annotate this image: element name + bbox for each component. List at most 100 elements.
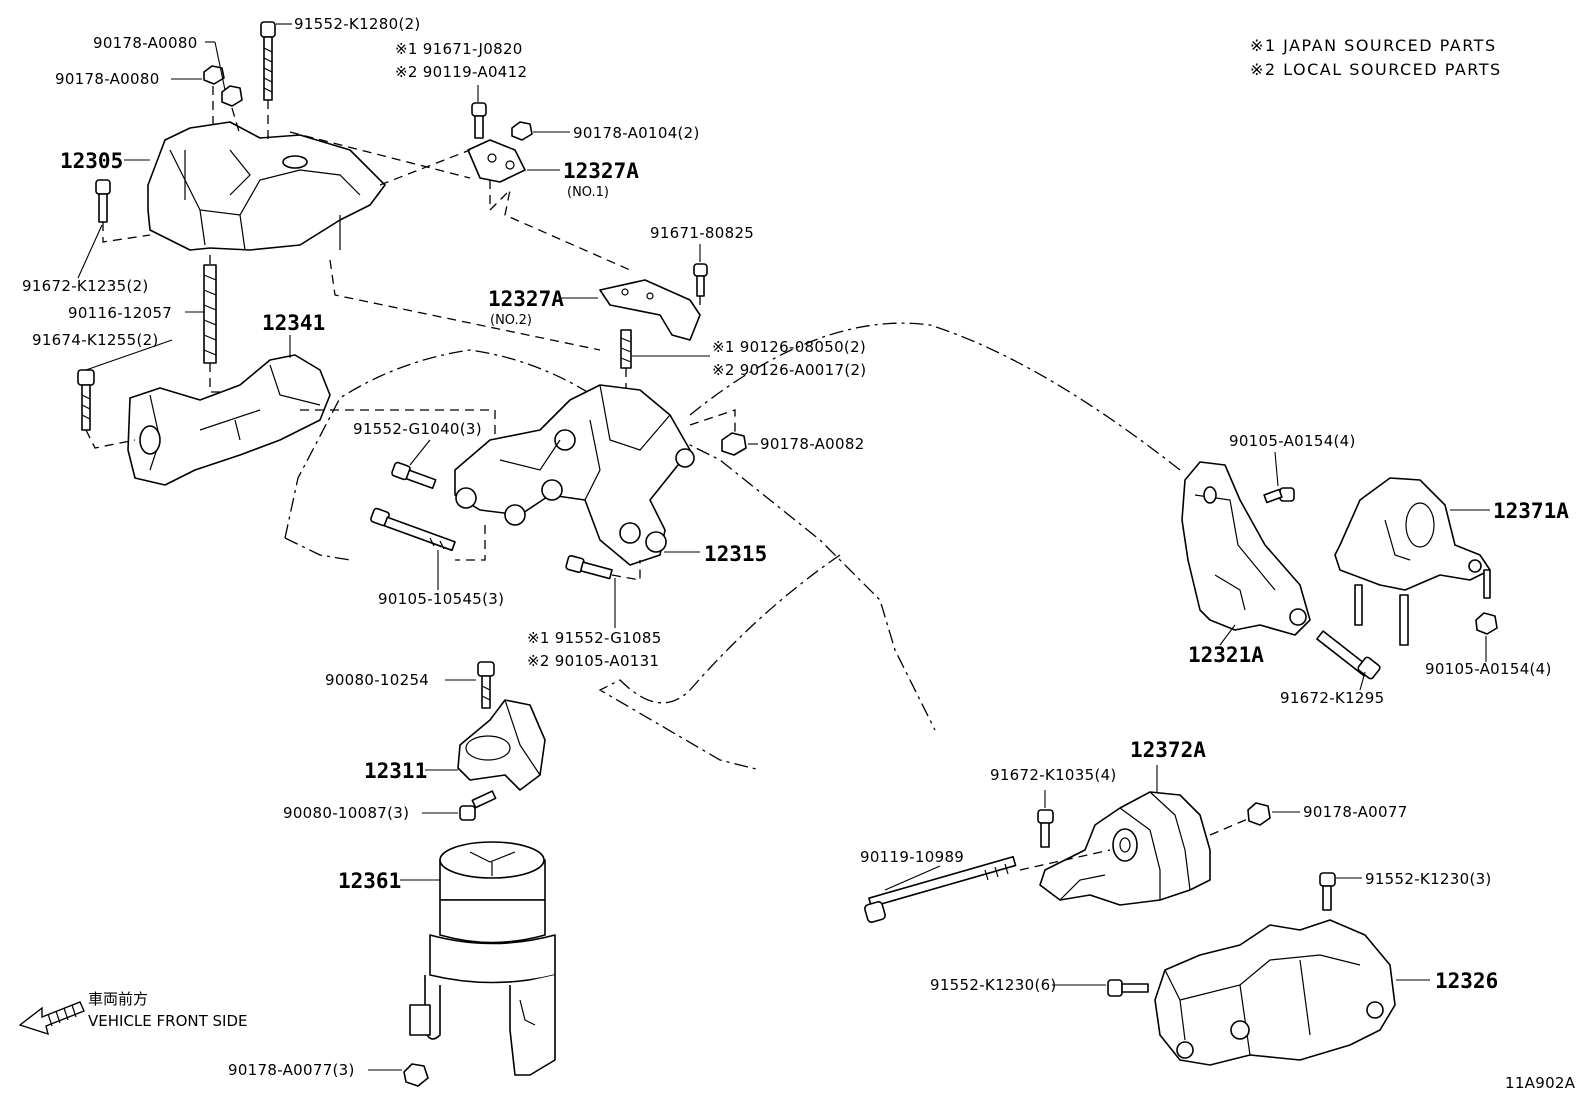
label-90105-A0131: ※2 90105-A0131	[527, 652, 659, 670]
part-12361[interactable]	[409, 841, 556, 1076]
label-90178-A0104: 90178-A0104(2)	[573, 124, 700, 142]
label-90116-12057: 90116-12057	[68, 304, 172, 322]
part-12327A-no1[interactable]	[467, 139, 526, 183]
label-12327A-no2: 12327A	[488, 287, 564, 311]
part-12305[interactable]	[147, 121, 386, 251]
label-91671-J0820: ※1 91671-J0820	[395, 40, 523, 58]
part-12311[interactable]	[457, 699, 546, 791]
nut-90105-A0154-b[interactable]	[1475, 612, 1498, 635]
label-90178-A0077-a: 90178-A0077	[1303, 803, 1408, 821]
bolt-91552-G1040[interactable]	[391, 461, 437, 490]
front-indicator-jp: 車両前方	[88, 990, 148, 1008]
bolt-91552-K1230-a[interactable]	[1319, 872, 1336, 911]
label-90178-A0082: 90178-A0082	[760, 435, 865, 453]
guide-12315-left	[455, 525, 486, 561]
label-12361: 12361	[338, 869, 401, 893]
bolt-91672-K1235[interactable]	[95, 179, 111, 223]
bolt-91672-K1035[interactable]	[1037, 809, 1054, 848]
label-91672-K1295: 91672-K1295	[1280, 689, 1384, 707]
label-91552-K1230-a: 91552-K1230(3)	[1365, 870, 1492, 888]
vehicle-front-arrow-icon	[18, 1001, 85, 1036]
label-12327A-no2-sub: (NO.2)	[490, 313, 532, 328]
part-12321A[interactable]	[1181, 461, 1311, 636]
label-90126-A0017: ※2 90126-A0017(2)	[712, 361, 866, 379]
nut-90178-A0080-b[interactable]	[221, 85, 243, 107]
label-90178-A0080-b: 90178-A0080	[55, 70, 160, 88]
label-90119-10989: 90119-10989	[860, 848, 964, 866]
bolt-91552-G1085[interactable]	[565, 555, 613, 580]
guide-12372A-bolt	[1019, 849, 1111, 871]
bolt-91552-K1230-b[interactable]	[1107, 979, 1149, 997]
part-12371A[interactable]	[1334, 477, 1491, 646]
bolt-91671-J0820[interactable]	[471, 102, 487, 139]
nut-90178-A0077-b[interactable]	[403, 1063, 429, 1087]
label-91552-K1230-b: 91552-K1230(6)	[930, 976, 1057, 994]
guide-12372A-right	[1209, 817, 1251, 836]
nut-90178-A0077-a[interactable]	[1247, 802, 1271, 826]
bolt-91672-K1295[interactable]	[1316, 630, 1381, 680]
stud-90126-08050[interactable]	[620, 329, 632, 369]
label-12321A: 12321A	[1188, 643, 1264, 667]
label-90119-A0412: ※2 90119-A0412	[395, 63, 527, 81]
label-91674-K1255: 91674-K1255(2)	[32, 331, 159, 349]
bolt-90080-10087[interactable]	[459, 790, 497, 821]
guide-12327A-no1	[489, 180, 631, 271]
label-12341: 12341	[262, 311, 325, 335]
guide-12305-to-12327	[289, 131, 471, 186]
label-91552-G1085: ※1 91552-G1085	[527, 629, 662, 647]
nut-90178-A0080-a[interactable]	[203, 65, 225, 85]
label-91552-K1280: 91552-K1280(2)	[294, 15, 421, 33]
front-indicator-en: VEHICLE FRONT SIDE	[88, 1012, 248, 1030]
label-90126-08050: ※1 90126-08050(2)	[712, 338, 866, 356]
bolt-91671-80825[interactable]	[693, 263, 708, 297]
label-90105-A0154-b: 90105-A0154(4)	[1425, 660, 1552, 678]
part-12315[interactable]	[454, 384, 695, 566]
engine-outline-lower	[284, 537, 351, 561]
guide-12315-right	[689, 409, 736, 432]
label-91672-K1235: 91672-K1235(2)	[22, 277, 149, 295]
part-12341[interactable]	[127, 354, 331, 486]
bolt-90119-10989[interactable]	[864, 856, 1017, 923]
part-12326[interactable]	[1154, 919, 1396, 1066]
engine-outline	[284, 349, 936, 771]
label-90105-A0154-a: 90105-A0154(4)	[1229, 432, 1356, 450]
label-91672-K1035: 91672-K1035(4)	[990, 766, 1117, 784]
bolt-90105-A0154-a[interactable]	[1263, 487, 1295, 504]
note-local-sourced: ※2 LOCAL SOURCED PARTS	[1250, 60, 1502, 79]
nut-90178-A0082[interactable]	[721, 432, 747, 456]
leader-lines	[77, 23, 1490, 1071]
guide-12305-down	[329, 259, 601, 351]
label-91552-G1040: 91552-G1040(3)	[353, 420, 482, 438]
label-90178-A0080-a: 90178-A0080	[93, 34, 198, 52]
stud-90116-12057[interactable]	[203, 264, 217, 364]
bolt-90105-10545[interactable]	[370, 507, 456, 552]
label-12327A-no1-sub: (NO.1)	[567, 185, 609, 200]
label-12305: 12305	[60, 149, 123, 173]
label-90080-10254: 90080-10254	[325, 671, 429, 689]
label-12372A: 12372A	[1130, 738, 1206, 762]
label-12315: 12315	[704, 542, 767, 566]
label-90105-10545: 90105-10545(3)	[378, 590, 504, 608]
label-12311: 12311	[364, 759, 427, 783]
label-12371A: 12371A	[1493, 499, 1569, 523]
diagram-id: 11A902A	[1505, 1074, 1576, 1092]
part-12327A-no2[interactable]	[599, 279, 701, 341]
guide-12305-top	[212, 86, 269, 140]
guide-12341-right	[300, 409, 496, 470]
long-dashdot-right	[689, 322, 1181, 471]
bolt-90080-10254[interactable]	[477, 661, 495, 709]
guide-stud	[209, 255, 320, 393]
label-90178-A0077-b: 90178-A0077(3)	[228, 1061, 355, 1079]
bolt-91552-K1280[interactable]	[260, 21, 276, 101]
nut-90178-A0104[interactable]	[511, 121, 533, 141]
label-90080-10087: 90080-10087(3)	[283, 804, 409, 822]
label-12327A-no1: 12327A	[563, 159, 639, 183]
note-japan-sourced: ※1 JAPAN SOURCED PARTS	[1250, 36, 1497, 55]
part-12372A[interactable]	[1039, 791, 1211, 906]
label-91671-80825: 91671-80825	[650, 224, 754, 242]
label-12326: 12326	[1435, 969, 1498, 993]
guide-12305-left	[102, 222, 151, 243]
guide-12341-left	[85, 429, 136, 449]
bolt-91674-K1255[interactable]	[77, 369, 95, 431]
